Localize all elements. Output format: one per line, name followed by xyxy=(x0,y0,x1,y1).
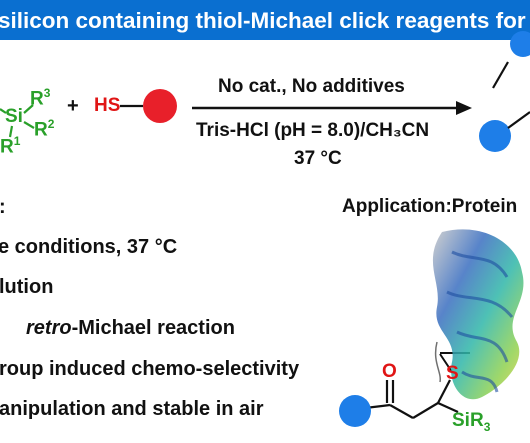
plus-sign: + xyxy=(67,95,79,117)
chain-bond-5 xyxy=(437,401,459,414)
product-bond-1 xyxy=(492,61,509,89)
red-sphere-reagent xyxy=(143,89,177,123)
r1-label: R1 xyxy=(0,134,21,158)
oxygen-label: O xyxy=(382,361,397,382)
r3-label: R3 xyxy=(30,86,51,110)
protein-ribbon-image xyxy=(432,229,524,400)
blue-sphere-top xyxy=(510,31,530,57)
r2-label: R2 xyxy=(34,117,55,141)
si-r2-bond xyxy=(23,121,35,129)
condition-top: No cat., No additives xyxy=(218,76,405,97)
condition-temperature: 37 °C xyxy=(294,148,342,169)
si-atom-label: Si xyxy=(5,106,23,127)
hs-label: HS xyxy=(94,95,121,116)
feature-item-1: e conditions, 37 °C xyxy=(0,236,178,258)
banner-title: silicon containing thiol-Michael click r… xyxy=(0,8,530,33)
features-header: : xyxy=(0,196,6,219)
chain-bond-3 xyxy=(412,402,439,419)
feature-item-4: roup induced chemo-selectivity xyxy=(0,358,300,380)
application-label: Application:Protein xyxy=(342,196,518,217)
feature-item-2: lution xyxy=(0,276,54,298)
sulfur-label: S xyxy=(446,363,459,384)
blue-sphere-product xyxy=(479,120,511,152)
sir3-label: SiR3 xyxy=(452,410,491,434)
si-r3-bond xyxy=(23,104,34,114)
reaction-arrow-head xyxy=(456,101,472,115)
product-bond-2 xyxy=(507,111,530,129)
chain-bond-4 xyxy=(437,379,451,404)
s-to-linker xyxy=(439,353,453,373)
condition-solvent: Tris-HCl (pH = 8.0)/CH₃CN xyxy=(196,120,430,141)
blue-sphere-bottom xyxy=(339,395,371,427)
feature-item-5: anipulation and stable in air xyxy=(0,398,264,420)
feature-item-3: retro-Michael reaction xyxy=(26,317,235,339)
si-left-bond xyxy=(0,108,7,114)
si-r1-bond xyxy=(8,125,14,138)
chain-bond-2 xyxy=(389,404,414,419)
title-banner: silicon containing thiol-Michael click r… xyxy=(0,0,530,40)
